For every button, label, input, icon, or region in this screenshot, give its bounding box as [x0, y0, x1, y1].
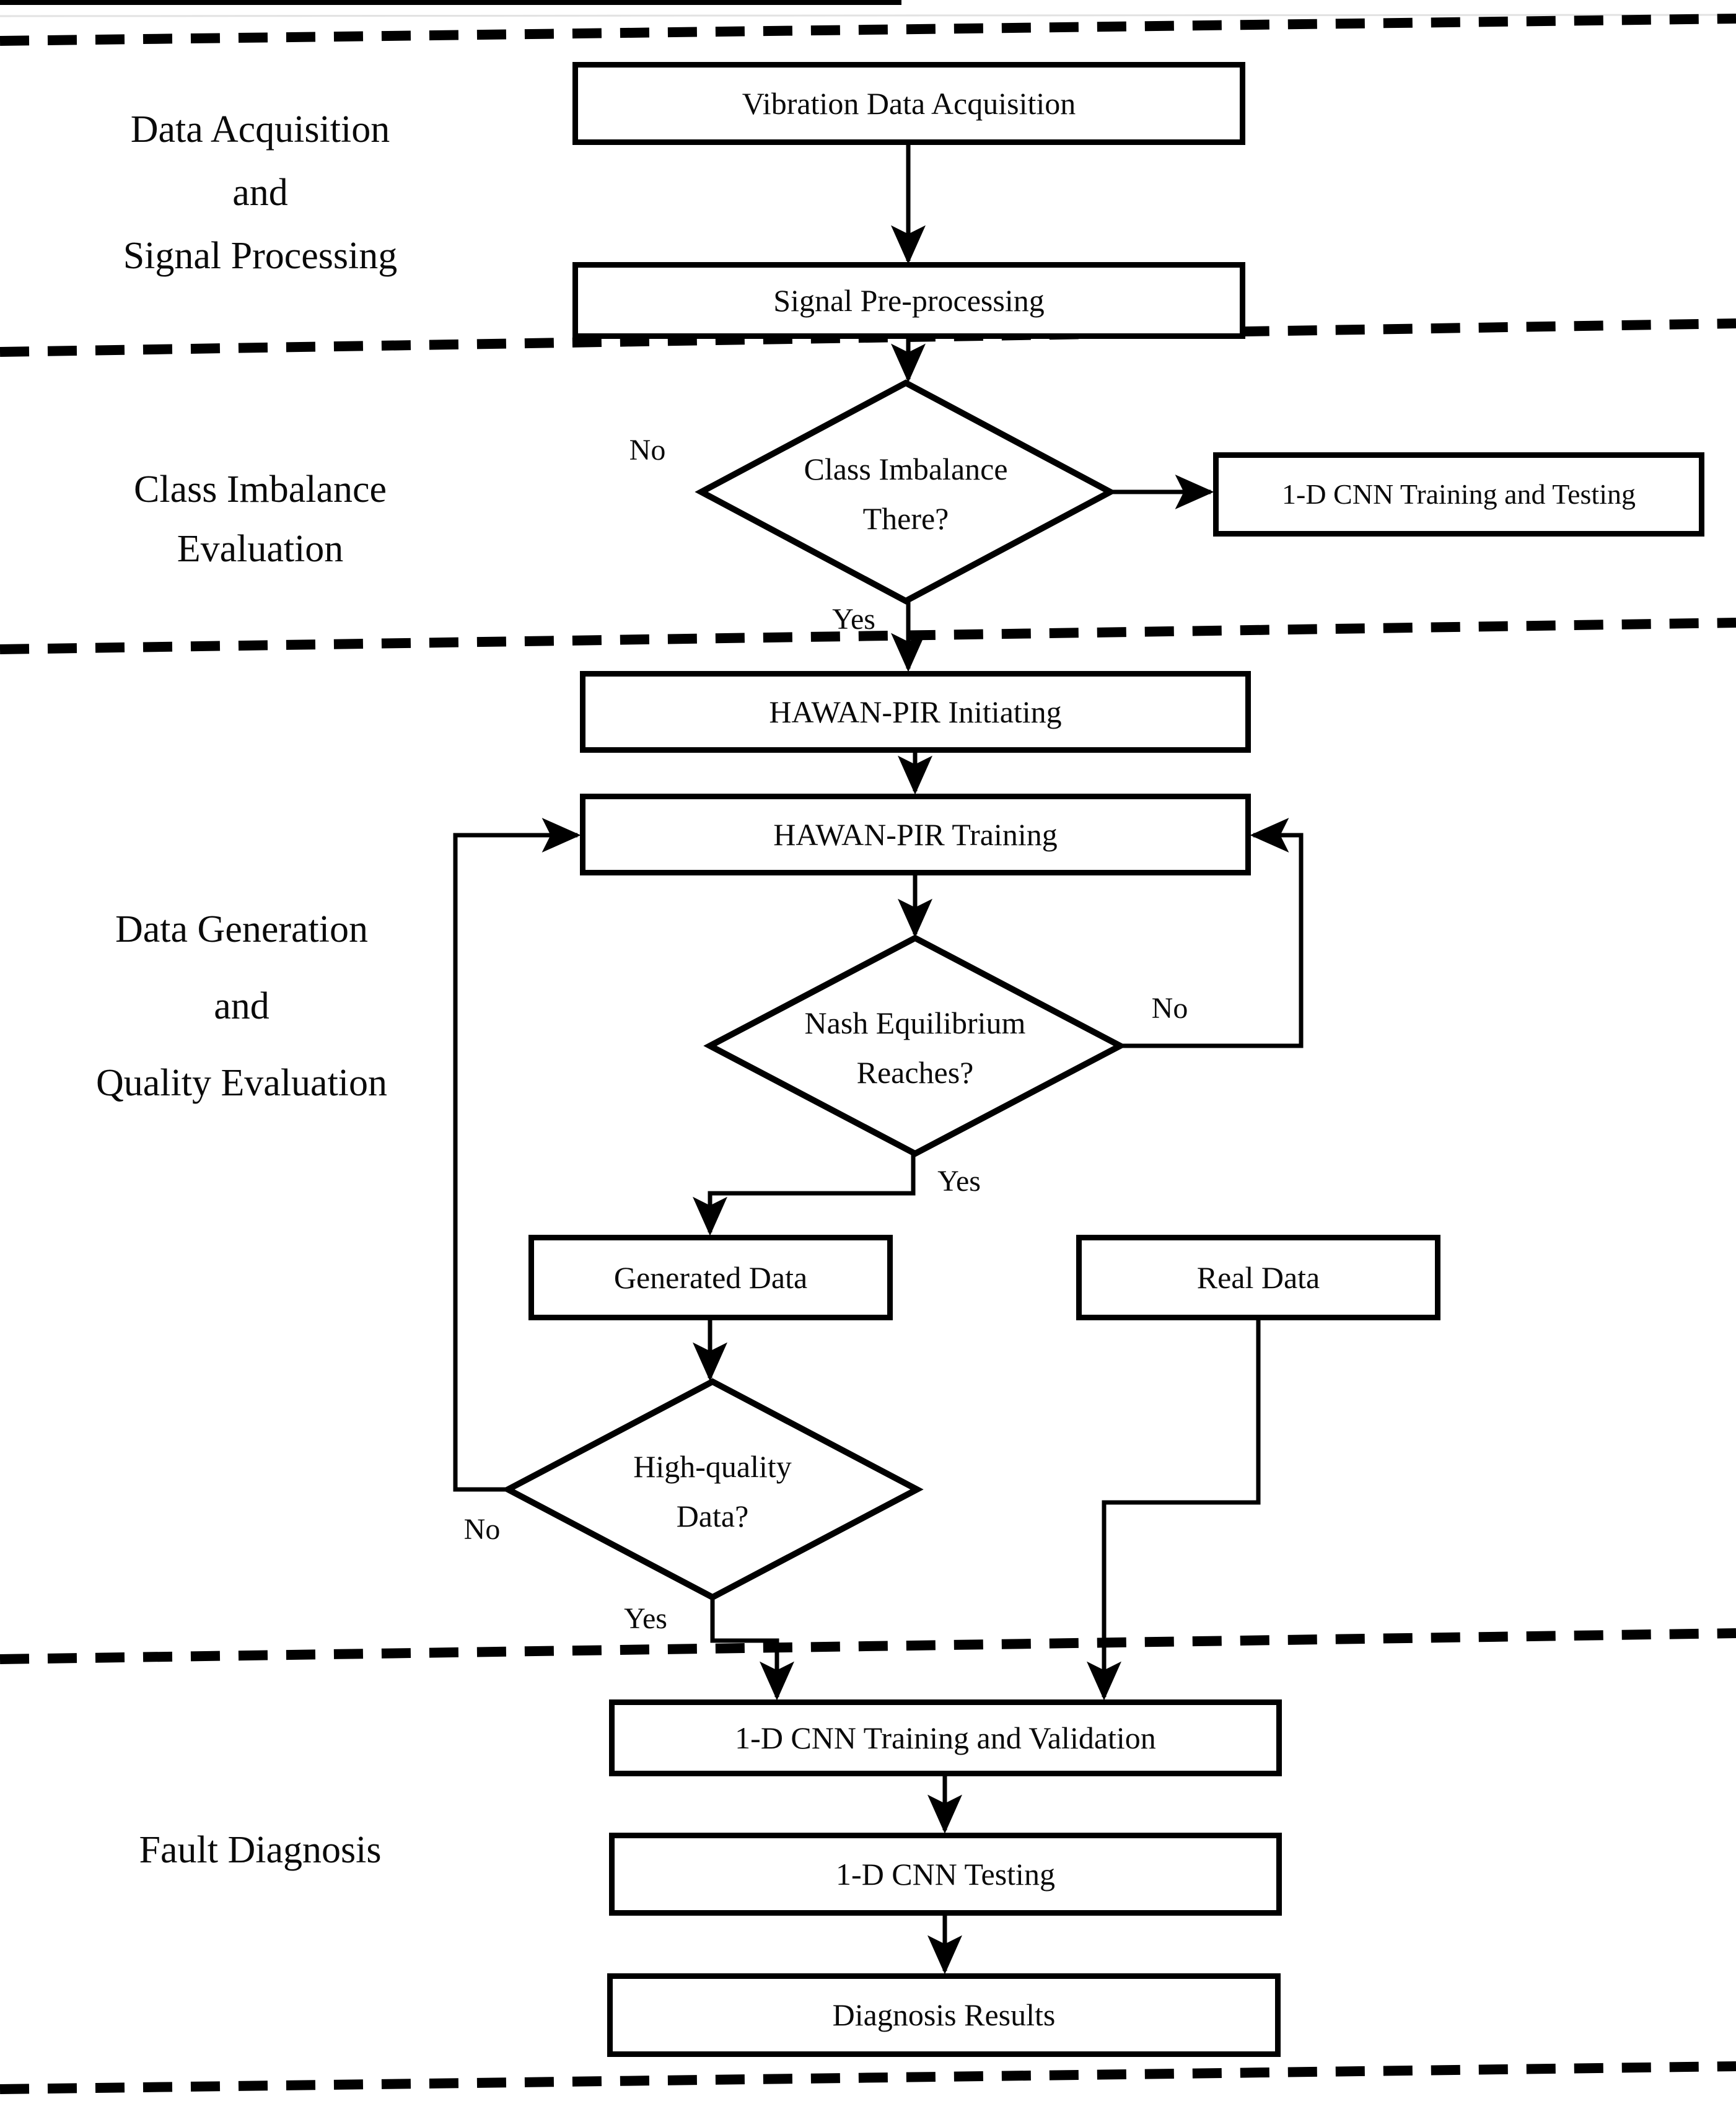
section-label-fault-diagnosis: Fault Diagnosis	[59, 1820, 462, 1880]
scan-line-artifact	[0, 14, 1736, 17]
section-divider-5	[0, 2061, 1736, 2094]
section-label-line: Data Generation	[115, 908, 368, 950]
decision-label-line: Data?	[676, 1499, 749, 1533]
node-vibration-data-acquisition: Vibration Data Acquisition	[572, 62, 1245, 145]
section-label-line: Signal Processing	[123, 235, 398, 277]
decision-label-high-quality: High-quality Data?	[508, 1439, 917, 1544]
node-signal-pre-processing: Signal Pre-processing	[572, 262, 1245, 339]
decision-label-line: Nash Equilibrium	[804, 1006, 1026, 1040]
node-label: 1-D CNN Testing	[836, 1856, 1055, 1892]
section-label-data-acquisition: Data Acquisition and Signal Processing	[59, 98, 462, 287]
section-divider-4	[0, 1628, 1736, 1664]
section-label-line: and	[232, 172, 288, 214]
decision-label-class-imbalance: Class Imbalance There?	[701, 441, 1110, 546]
node-label: Generated Data	[613, 1260, 808, 1295]
edge-quality-yes-to-cnn-train-val	[710, 1597, 794, 1701]
edge-label-quality-yes: Yes	[624, 1602, 667, 1635]
node-label: Signal Pre-processing	[773, 283, 1045, 318]
edge-nash-yes-to-generated	[693, 1154, 916, 1236]
node-label: Diagnosis Results	[832, 1997, 1056, 2032]
section-divider-1	[0, 14, 1736, 46]
node-cnn-training-and-validation: 1-D CNN Training and Validation	[609, 1699, 1282, 1776]
edge-label-quality-no: No	[463, 1512, 501, 1546]
decision-label-line: Class Imbalance	[804, 452, 1008, 486]
section-label-line: Quality Evaluation	[95, 1062, 388, 1104]
edge-real-to-cnn-train-val	[1087, 1320, 1261, 1701]
node-diagnosis-results: Diagnosis Results	[607, 1973, 1281, 2057]
decision-label-line: Reaches?	[856, 1055, 974, 1090]
section-label-line: Data Acquisition	[130, 108, 390, 151]
decision-label-nash: Nash Equilibrium Reaches?	[711, 995, 1120, 1100]
section-label-data-generation: Data Generation and Quality Evaluation	[37, 891, 446, 1121]
node-hawan-pir-initiating: HAWAN-PIR Initiating	[580, 671, 1251, 753]
node-label: HAWAN-PIR Initiating	[769, 694, 1062, 729]
section-label-class-imbalance: Class Imbalance Evaluation	[59, 460, 462, 579]
decision-label-line: There?	[862, 501, 949, 536]
node-label: Real Data	[1196, 1260, 1320, 1295]
node-cnn-training-and-testing: 1-D CNN Training and Testing	[1213, 452, 1704, 537]
edge-quality-no-loop-to-hawan-train	[453, 818, 581, 1492]
section-label-line: and	[214, 985, 270, 1027]
edge-label-imbalance-yes: Yes	[832, 602, 875, 636]
section-label-line: Class Imbalance	[133, 468, 387, 511]
edge-nash-no-loop-to-hawan-train	[1120, 818, 1304, 1048]
edge-label-nash-no: No	[1151, 991, 1188, 1025]
edge-label-imbalance-no: No	[629, 433, 666, 467]
decision-diamond-class-imbalance	[695, 379, 1117, 605]
edge-label-nash-yes: Yes	[937, 1164, 981, 1198]
node-hawan-pir-training: HAWAN-PIR Training	[580, 794, 1251, 875]
node-cnn-testing: 1-D CNN Testing	[609, 1833, 1282, 1916]
node-label: 1-D CNN Training and Validation	[735, 1720, 1156, 1755]
node-label: HAWAN-PIR Training	[773, 817, 1058, 852]
decision-diamond-nash	[703, 934, 1127, 1157]
section-label-line: Fault Diagnosis	[139, 1829, 382, 1871]
section-divider-3	[0, 618, 1736, 654]
decision-diamond-high-quality	[501, 1378, 924, 1601]
node-label: 1-D CNN Training and Testing	[1282, 478, 1636, 510]
decision-label-line: High-quality	[633, 1449, 792, 1484]
node-label: Vibration Data Acquisition	[742, 86, 1076, 121]
section-label-line: Evaluation	[177, 528, 344, 570]
node-generated-data: Generated Data	[528, 1235, 893, 1320]
node-real-data: Real Data	[1076, 1235, 1440, 1320]
